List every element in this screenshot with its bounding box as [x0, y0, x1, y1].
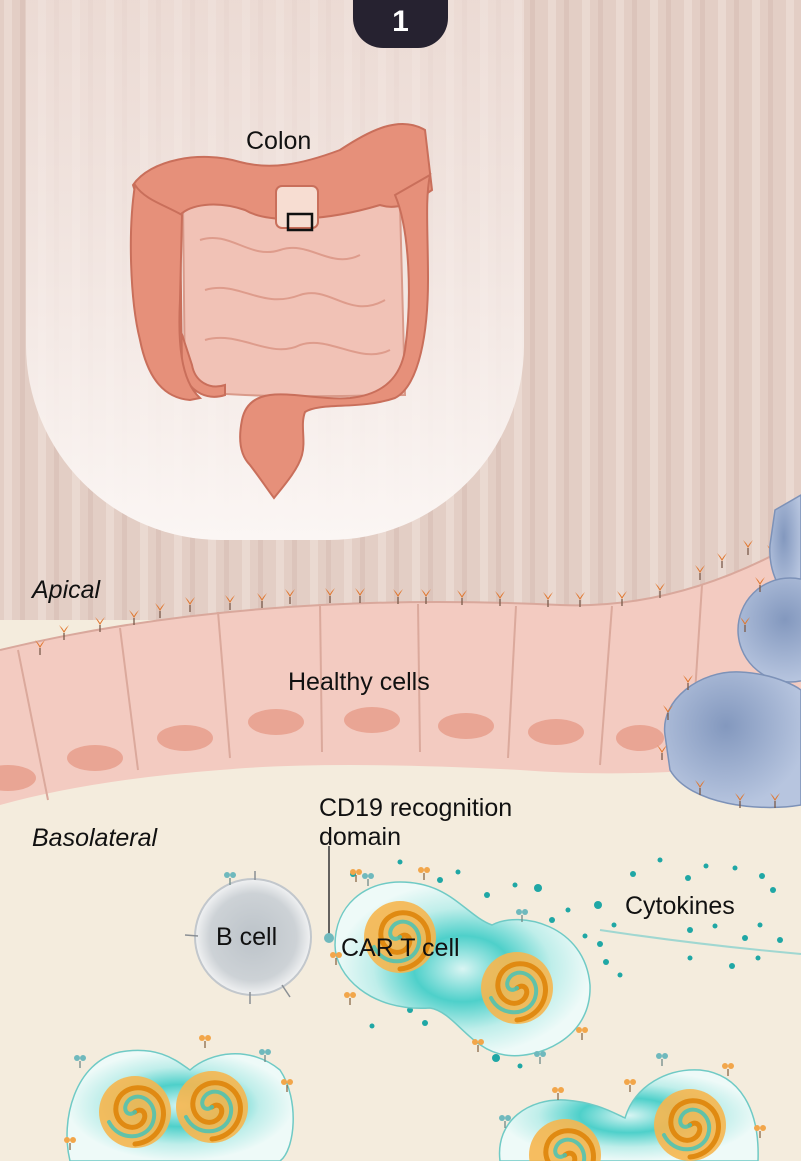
colon-label: Colon: [246, 127, 312, 155]
cytokines-label: Cytokines: [625, 892, 735, 920]
cd19-label-line1: CD19 recognition: [319, 794, 513, 822]
colon-organ-icon: [129, 122, 434, 500]
cd19-marker: [324, 933, 334, 943]
b-cell-icon: [184, 871, 312, 1004]
car-t-cell-label: CAR T cell: [341, 934, 460, 962]
car-t-cell-icon: [329, 866, 591, 1065]
cd19-label-line2: domain: [319, 823, 401, 851]
zoom-region-icon: [286, 212, 314, 232]
basolateral-label: Basolateral: [32, 824, 158, 852]
b-cell-label: B cell: [216, 923, 278, 951]
tumor-cells: [656, 494, 801, 809]
cell-nuclei: [0, 707, 664, 791]
car-t-cell-pair-right: [498, 1052, 767, 1161]
step-badge: [353, 0, 448, 48]
healthy-cells-label: Healthy cells: [288, 668, 430, 696]
step-number: 1: [392, 5, 409, 38]
car-t-cell-pair-left: [63, 1034, 294, 1161]
apical-label: Apical: [32, 576, 101, 604]
